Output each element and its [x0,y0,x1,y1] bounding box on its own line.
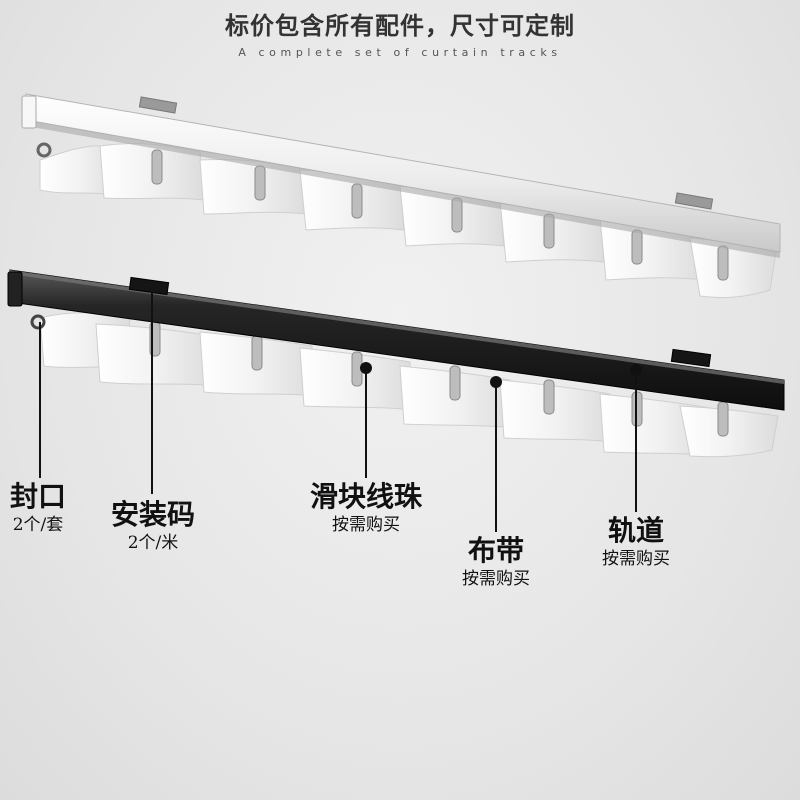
callout-track-label: 轨道 [607,514,664,547]
callout-glider-bead: 滑块线珠 按需购买 [296,480,436,536]
callout-track: 轨道 按需购买 [586,514,686,570]
callout-end-cap-sublabel: 2个/套 [12,515,64,535]
black-bracket-right [670,348,712,368]
white-curtain-set [21,93,781,299]
callout-mounting-bracket-sublabel: 2个/米 [127,533,179,553]
white-bracket-right [674,192,714,210]
white-bracket-left [138,96,178,114]
callout-mounting-bracket-label: 安装码 [110,498,195,531]
black-set-runners [149,321,729,437]
callout-track-sublabel: 按需购买 [602,549,670,569]
callout-mounting-bracket: 安装码 2个/米 [98,498,208,554]
callout-tape-label: 布带 [467,534,524,567]
callout-tape: 布带 按需购买 [446,534,546,590]
callout-glider-bead-label: 滑块线珠 [309,480,422,513]
black-bracket-left [128,276,170,296]
callout-lines [39,292,637,532]
black-curtain-set [7,269,785,458]
callout-glider-bead-sublabel: 按需购买 [332,515,400,535]
white-end-cap [21,95,37,129]
black-end-cap [7,271,23,307]
tagline: A complete set of curtain tracks [238,46,562,59]
headline: 标价包含所有配件，尺寸可定制 [225,12,575,40]
callout-tape-sublabel: 按需购买 [462,569,530,589]
callout-end-cap-label: 封口 [9,480,66,513]
white-set-runners [151,149,729,281]
callout-end-cap: 封口 2个/套 [2,480,74,536]
